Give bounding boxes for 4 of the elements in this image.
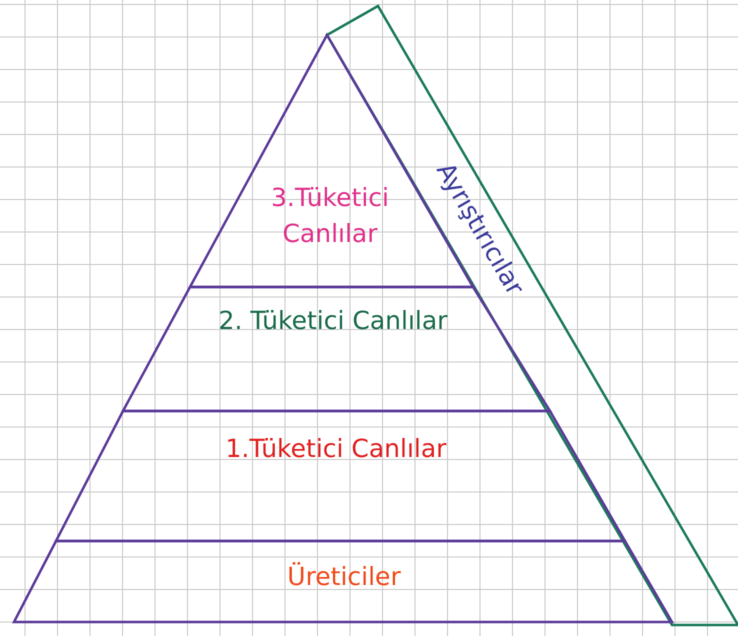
- layer-label: 3.Tüketici Canlılar: [270, 182, 390, 250]
- layer-label: 2. Tüketici Canlılar: [218, 305, 448, 337]
- layer-label: 1.Tüketici Canlılar: [224, 433, 448, 465]
- layer-label: Üreticiler: [286, 561, 402, 593]
